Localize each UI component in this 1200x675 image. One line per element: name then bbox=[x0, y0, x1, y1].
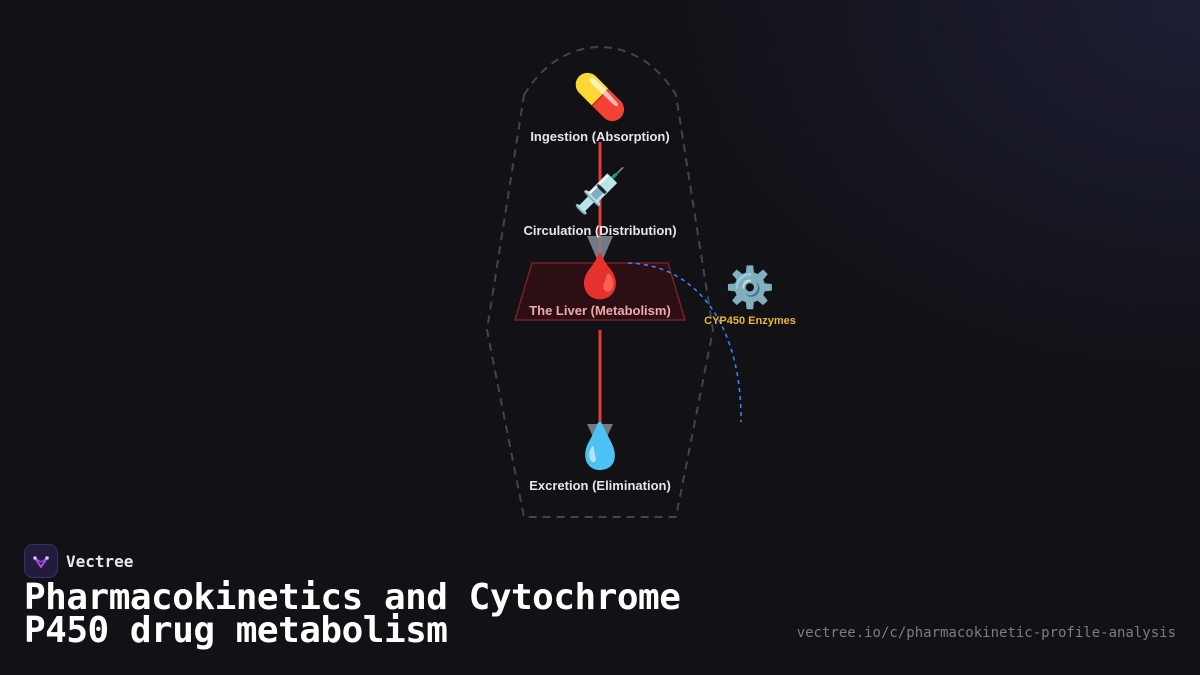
node-label-liver: The Liver (Metabolism) bbox=[529, 303, 671, 318]
brand-name: Vectree bbox=[66, 551, 134, 571]
brand: Vectree bbox=[24, 544, 133, 578]
page-title: Pharmacokinetics and Cytochrome P450 dru… bbox=[24, 577, 681, 651]
node-label-circulation: Circulation (Distribution) bbox=[523, 223, 677, 238]
body-outline bbox=[485, 45, 715, 518]
vectree-logo-icon bbox=[24, 544, 58, 578]
node-label-excretion: Excretion (Elimination) bbox=[529, 478, 671, 493]
water-drop-icon: 💧 bbox=[572, 421, 628, 472]
gear-icon: ⚙️ bbox=[725, 265, 775, 311]
enzyme-link bbox=[627, 262, 742, 423]
syringe-icon: 💉 bbox=[572, 166, 628, 217]
enzyme-label: CYP450 Enzymes bbox=[704, 315, 796, 327]
arrowhead-to-excretion bbox=[587, 424, 613, 452]
blood-drop-icon: 🩸 bbox=[572, 251, 628, 302]
arrowhead-to-liver bbox=[587, 236, 613, 266]
source-url: vectree.io/c/pharmacokinetic-profile-ana… bbox=[796, 625, 1176, 641]
node-label-ingestion: Ingestion (Absorption) bbox=[530, 129, 670, 144]
liver-shape bbox=[513, 262, 687, 321]
pill-icon: 💊 bbox=[572, 72, 628, 123]
